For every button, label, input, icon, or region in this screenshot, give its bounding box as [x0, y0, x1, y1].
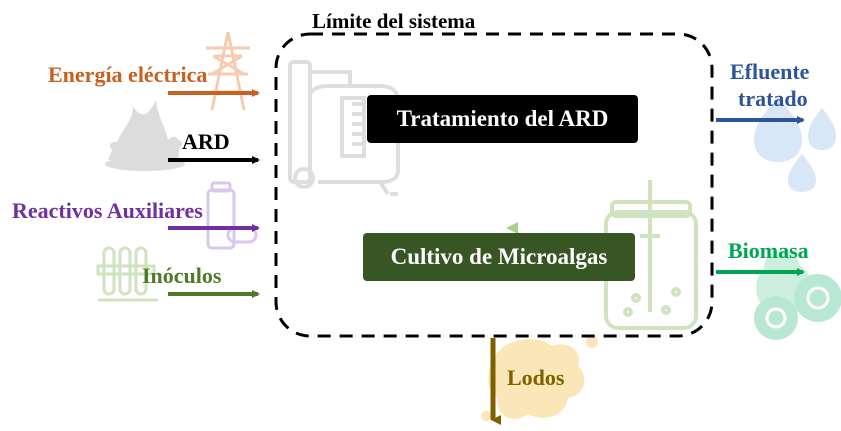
reagent-bottle-icon	[206, 181, 258, 250]
output-label-efluente-line2: tratado	[738, 86, 808, 111]
output-label-efluente-line1: Efluente	[730, 59, 810, 84]
input-label-inoculos: Inóculos	[142, 263, 222, 288]
input-label-energia: Energía eléctrica	[48, 62, 208, 87]
input-label-ard: ARD	[182, 129, 230, 154]
algae-cells-icon	[754, 250, 841, 340]
process-tratamiento: Tratamiento del ARD	[367, 95, 638, 143]
water-splash-icon	[105, 100, 185, 171]
system-boundary	[274, 32, 714, 338]
system-boundary-label: Límite del sistema	[312, 9, 476, 33]
reactor-icon	[288, 60, 400, 196]
output-label-lodos: Lodos	[507, 365, 565, 390]
sludge-splash-icon	[481, 336, 598, 421]
process-cultivo: Cultivo de Microalgas	[363, 233, 635, 281]
water-drops-icon	[754, 96, 836, 192]
test-tubes-icon	[96, 246, 158, 302]
input-label-reactivos: Reactivos Auxiliares	[12, 198, 203, 223]
power-tower-icon	[206, 31, 250, 111]
output-label-biomasa: Biomasa	[728, 238, 809, 263]
